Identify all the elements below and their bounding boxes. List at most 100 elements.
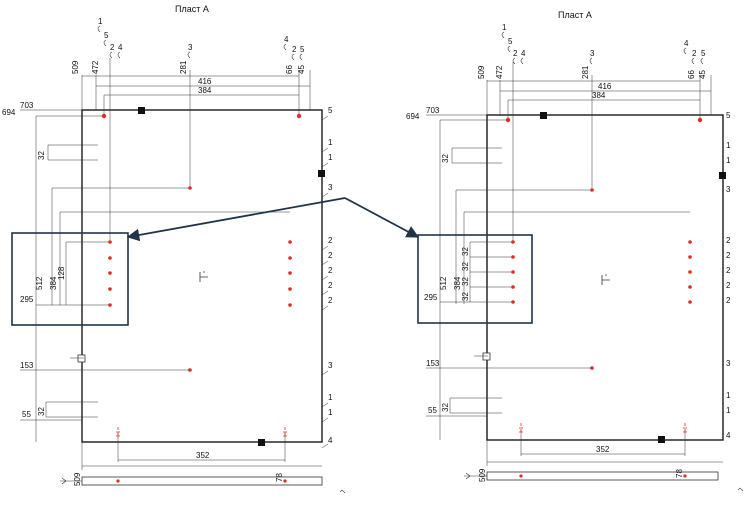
callout-box (11, 232, 129, 326)
dim-509-bot: 509 (478, 468, 487, 482)
label-top: 4 (521, 49, 526, 58)
dim-32c: 32 (461, 277, 470, 286)
dim-509-bot: 509 (73, 472, 82, 486)
dim-416: 416 (598, 82, 612, 91)
dim-472: 472 (91, 60, 100, 74)
label-top: 1 (98, 17, 103, 26)
dim-352: 352 (596, 445, 610, 454)
dim-384: 384 (592, 91, 606, 100)
panel-left: Пласт А 509 472 281 66 45 416 384 1 5 2 … (2, 4, 346, 494)
label-top: 2 (513, 49, 518, 58)
svg-text:3: 3 (328, 361, 333, 370)
panel-title: Пласт А (558, 10, 592, 20)
label-top: 1 (502, 23, 507, 32)
dim-352: 352 (196, 451, 210, 460)
dim-32-bot: 32 (37, 407, 46, 416)
dim-66: 66 (687, 70, 696, 79)
hole-column-left (108, 240, 112, 307)
svg-text:2: 2 (726, 281, 731, 290)
svg-text:2: 2 (726, 266, 731, 275)
dim-509-top: 509 (477, 65, 486, 79)
hole-column-left (511, 240, 515, 304)
label-top: 5 (104, 31, 109, 40)
label-top: 3 (188, 43, 193, 52)
dim-153: 153 (426, 359, 440, 368)
dim-694: 694 (406, 112, 420, 121)
dim-32-bot: 32 (441, 403, 450, 412)
svg-text:3: 3 (726, 185, 731, 194)
dim-45: 45 (297, 65, 306, 74)
svg-text:2: 2 (328, 281, 333, 290)
dim-78: 78 (675, 469, 684, 478)
svg-text:1: 1 (726, 156, 731, 165)
dim-45: 45 (698, 70, 707, 79)
hole-column-right (288, 240, 292, 307)
svg-text:1: 1 (328, 408, 333, 417)
board-outline (81, 109, 323, 443)
label-top: 2 (110, 43, 115, 52)
right-labels: 5 1 1 3 2 2 2 2 2 3 1 1 4 (321, 106, 333, 449)
svg-text:2: 2 (328, 251, 333, 260)
panel-right: Пласт А 509 472 281 66 45 416 384 1 5 2 … (406, 10, 744, 492)
callout-box (417, 234, 533, 324)
svg-text:2: 2 (328, 236, 333, 245)
label-top: 4 (684, 39, 689, 48)
dim-512: 512 (439, 276, 448, 290)
svg-text:2: 2 (726, 236, 731, 245)
svg-text:5: 5 (726, 111, 731, 120)
board-outline (486, 114, 724, 441)
svg-text:4: 4 (328, 436, 333, 445)
dim-416: 416 (198, 77, 212, 86)
label-top: 3 (590, 49, 595, 58)
dim-694: 694 (2, 108, 16, 117)
svg-text:1: 1 (328, 138, 333, 147)
dim-55: 55 (428, 406, 437, 415)
dim-66: 66 (285, 65, 294, 74)
svg-text:1: 1 (726, 391, 731, 400)
svg-text:3: 3 (328, 183, 333, 192)
svg-text:1: 1 (328, 393, 333, 402)
svg-text:1: 1 (726, 406, 731, 415)
right-labels: 5 1 1 3 2 2 2 2 2 3 1 1 4 (726, 111, 731, 440)
dim-281: 281 (581, 65, 590, 79)
dim-384: 384 (198, 86, 212, 95)
label-top: 2 (292, 45, 297, 54)
svg-text:2: 2 (328, 296, 333, 305)
dim-32b: 32 (461, 262, 470, 271)
dim-32d: 32 (461, 292, 470, 301)
dim-32a: 32 (461, 247, 470, 256)
dim-703: 703 (426, 106, 440, 115)
label-top: 5 (701, 49, 706, 58)
dim-703: 703 (20, 101, 34, 110)
dim-281: 281 (179, 60, 188, 74)
svg-text:5: 5 (328, 106, 333, 115)
svg-text:2: 2 (328, 266, 333, 275)
dim-153: 153 (20, 361, 34, 370)
dim-512: 512 (35, 276, 44, 290)
dim-295: 295 (424, 293, 438, 302)
hole-column-right (688, 240, 692, 304)
svg-text:2: 2 (726, 251, 731, 260)
dim-472: 472 (495, 65, 504, 79)
svg-text:1: 1 (328, 153, 333, 162)
svg-text:2: 2 (726, 296, 731, 305)
svg-text:3: 3 (726, 359, 731, 368)
dim-384-v: 384 (453, 276, 462, 290)
label-top: 5 (300, 45, 305, 54)
dim-32-top: 32 (441, 154, 450, 163)
dim-128: 128 (57, 266, 66, 280)
dim-55: 55 (22, 410, 31, 419)
label-top: 4 (284, 35, 289, 44)
panel-title: Пласт А (175, 4, 209, 14)
dim-32-top: 32 (37, 151, 46, 160)
label-top: 4 (118, 43, 123, 52)
label-top: 5 (508, 37, 513, 46)
svg-text:4: 4 (726, 431, 731, 440)
dim-509-top: 509 (71, 60, 80, 74)
svg-text:1: 1 (726, 141, 731, 150)
callout-arrows (126, 197, 420, 242)
label-top: 2 (692, 49, 697, 58)
dim-384-v: 384 (49, 276, 58, 290)
dim-295: 295 (20, 295, 34, 304)
